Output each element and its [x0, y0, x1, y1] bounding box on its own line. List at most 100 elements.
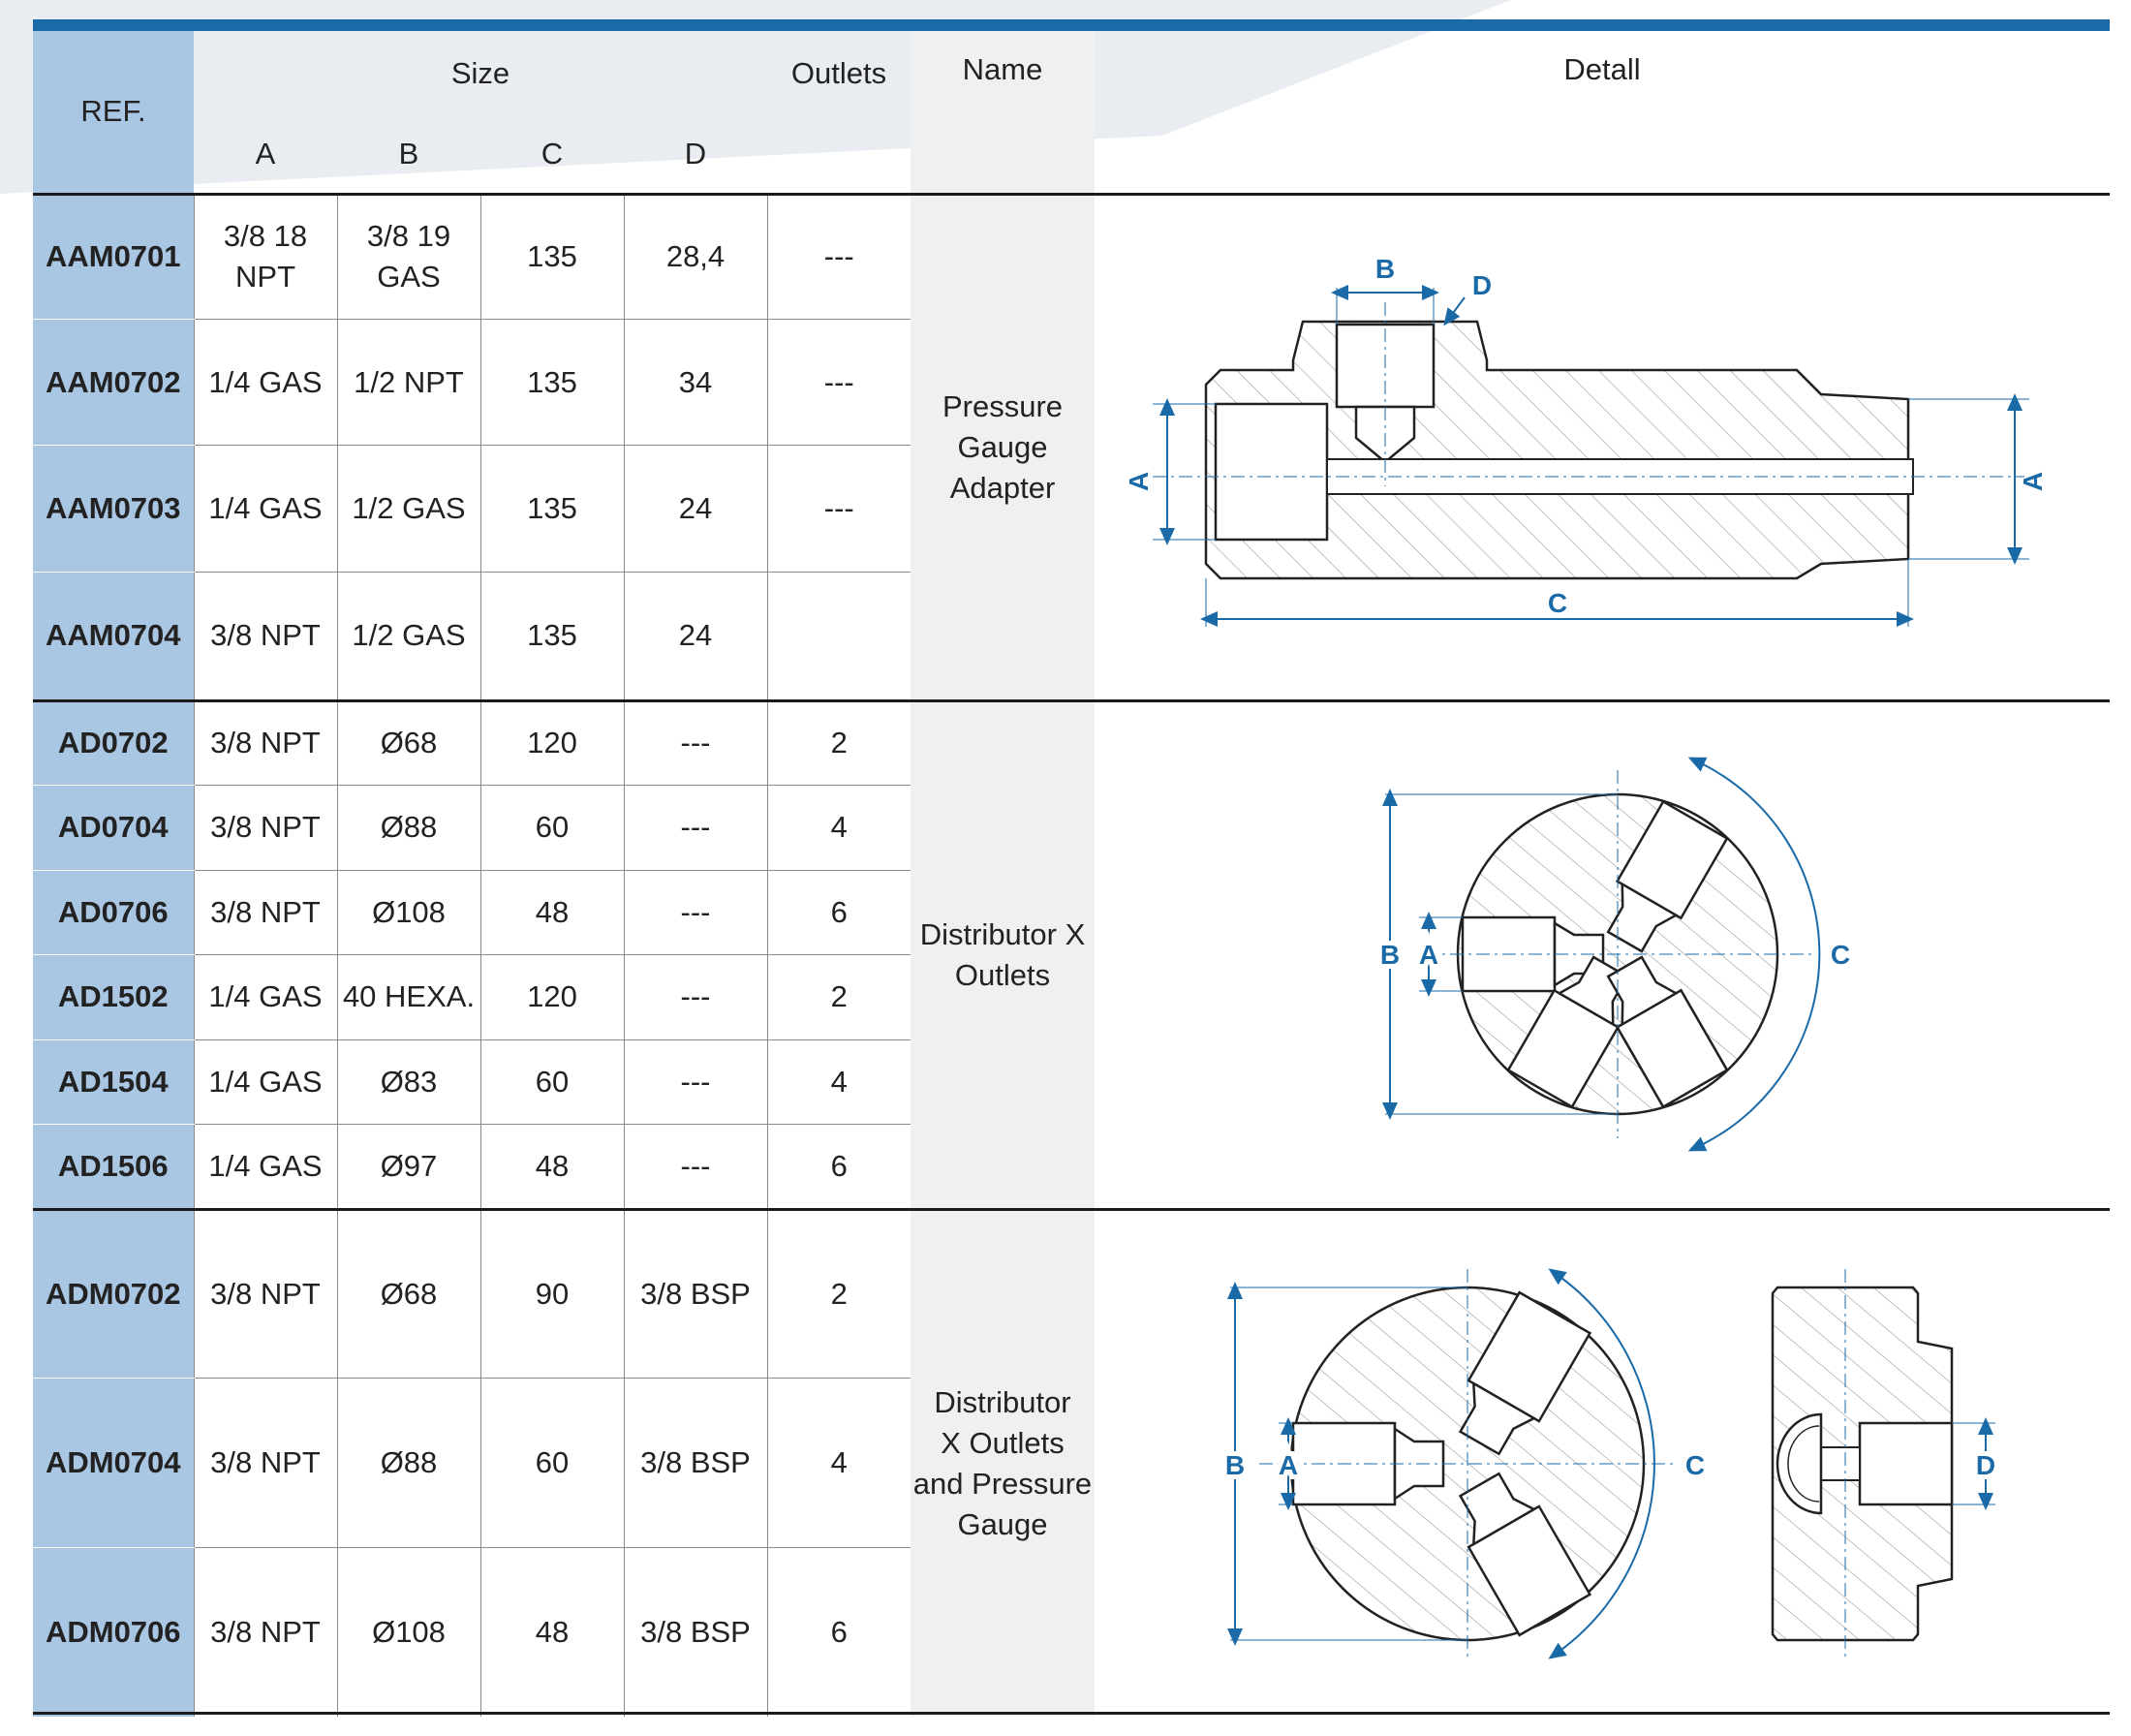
- detail-header: Detall: [1563, 52, 1641, 86]
- outlets-cell: [766, 572, 911, 700]
- header-background-shape: [0, 0, 1511, 194]
- size-d-cell: 24: [623, 572, 767, 700]
- size-d-cell: ---: [623, 1039, 767, 1125]
- ref-cell: AD0704: [33, 785, 194, 871]
- size-b-cell: Ø88: [336, 785, 480, 871]
- name-header: Name: [911, 31, 1095, 194]
- size-a-header: A: [255, 137, 276, 171]
- size-a-cell: 1/4 GAS: [193, 445, 337, 573]
- size-b-line: 1/2 GAS: [352, 618, 466, 653]
- dim-label-d: D: [1976, 1450, 1995, 1480]
- size-c-cell: 120: [479, 954, 624, 1040]
- size-d-cell: 28,4: [623, 192, 767, 320]
- size-d-header: D: [684, 137, 707, 171]
- ref-cell: ADM0706: [33, 1547, 194, 1717]
- size-b-header: B: [398, 137, 419, 171]
- ref-cell: ADM0702: [33, 1207, 194, 1379]
- size-d-cell: ---: [623, 954, 767, 1040]
- outlets-subheader: [767, 116, 911, 194]
- dim-label-d: D: [1472, 270, 1492, 300]
- subheader-row: A B C D: [33, 116, 2110, 194]
- ref-cell: ADM0704: [33, 1378, 194, 1548]
- size-d-cell: ---: [623, 785, 767, 871]
- size-b-cell: Ø108: [336, 1547, 480, 1717]
- size-d-cell: 24: [623, 445, 767, 573]
- dim-label-a: A: [1419, 940, 1438, 970]
- ref-cell: AD1506: [33, 1124, 194, 1209]
- product-name-line: Gauge Adapter: [949, 429, 1056, 505]
- size-b-cell: Ø88: [336, 1378, 480, 1548]
- size-a-cell: 1/4 GAS: [193, 954, 337, 1040]
- size-c-cell: 120: [479, 698, 624, 786]
- distributor-pressure-gauge-drawing: B A C D: [1220, 1267, 2000, 1659]
- size-c-cell: 60: [479, 785, 624, 871]
- size-b-cell: Ø97: [336, 1124, 480, 1209]
- size-b-line: Ø88: [380, 810, 438, 845]
- size-b-line: Ø88: [380, 1444, 438, 1479]
- dim-label-c: C: [1685, 1450, 1705, 1480]
- size-a-line: 1/4 GAS: [208, 979, 323, 1014]
- ref-cell: AD0702: [33, 698, 194, 786]
- size-a-cell: 3/8 NPT: [193, 1378, 337, 1548]
- header-row: REF. Size Outlets Name Detall: [33, 31, 2110, 194]
- outlets-cell: 2: [766, 1207, 911, 1379]
- size-a-line: 3/8 NPT: [210, 810, 321, 845]
- dim-label-c: C: [1831, 940, 1850, 970]
- size-b-line: 1/2 GAS: [352, 491, 466, 526]
- size-d-cell: 34: [623, 319, 767, 447]
- ref-cell: AD1502: [33, 954, 194, 1040]
- size-a-cell: 3/8 NPT: [193, 1547, 337, 1717]
- size-a-cell: 1/4 GAS: [193, 319, 337, 447]
- size-b-cell: 1/2 GAS: [336, 445, 480, 573]
- size-a-line: 3/8 NPT: [210, 1276, 321, 1311]
- size-a-line: 1/4 GAS: [208, 364, 323, 399]
- size-b-line: Ø108: [372, 894, 446, 929]
- size-c-cell: 135: [479, 192, 624, 320]
- size-c-cell: 60: [479, 1378, 624, 1548]
- size-a-line: 3/8 NPT: [210, 618, 321, 653]
- size-b-cell: Ø108: [336, 870, 480, 955]
- dim-label-b: B: [1380, 940, 1400, 970]
- ref-cell: AAM0701: [33, 192, 194, 320]
- dim-label-a: A: [1279, 1450, 1298, 1480]
- size-b-line: Ø108: [372, 1614, 446, 1649]
- size-a-cell: 3/8 NPT: [193, 1207, 337, 1379]
- size-a-cell: 3/8 NPT: [193, 870, 337, 955]
- product-name-line: and Pressure: [912, 1466, 1093, 1501]
- dim-label-a-right: A: [2018, 471, 2048, 490]
- header-accent-bar: [33, 19, 2110, 31]
- dim-label-b: B: [1375, 254, 1395, 284]
- size-d-cell: ---: [623, 1124, 767, 1209]
- product-name-line: X Outlets: [941, 1425, 1065, 1460]
- detail-drawing-cell: B D A A C: [1095, 192, 2110, 700]
- size-a-cell: 3/8 NPT: [193, 572, 337, 700]
- dim-label-a-left: A: [1124, 471, 1154, 490]
- dim-label-b: B: [1225, 1450, 1245, 1480]
- size-c-cell: 48: [479, 870, 624, 955]
- size-a-line: 1/4 GAS: [208, 1148, 323, 1183]
- outlets-cell: ---: [766, 192, 911, 320]
- size-b-cell: 1/2 NPT: [336, 319, 480, 447]
- size-a-line: 1/4 GAS: [208, 491, 323, 526]
- size-d-cell: 3/8 BSP: [623, 1378, 767, 1548]
- dim-label-c: C: [1548, 588, 1567, 618]
- outlets-cell: 6: [766, 1124, 911, 1209]
- size-c-cell: 48: [479, 1547, 624, 1717]
- size-a-line: NPT: [235, 260, 295, 294]
- product-name-line: Outlets: [954, 957, 1051, 992]
- size-c-cell: 60: [479, 1039, 624, 1125]
- size-b-line: Ø68: [380, 726, 438, 760]
- size-c-cell: 135: [479, 445, 624, 573]
- detail-drawing-cell: B A C D: [1095, 1207, 2110, 1717]
- size-d-cell: 3/8 BSP: [623, 1207, 767, 1379]
